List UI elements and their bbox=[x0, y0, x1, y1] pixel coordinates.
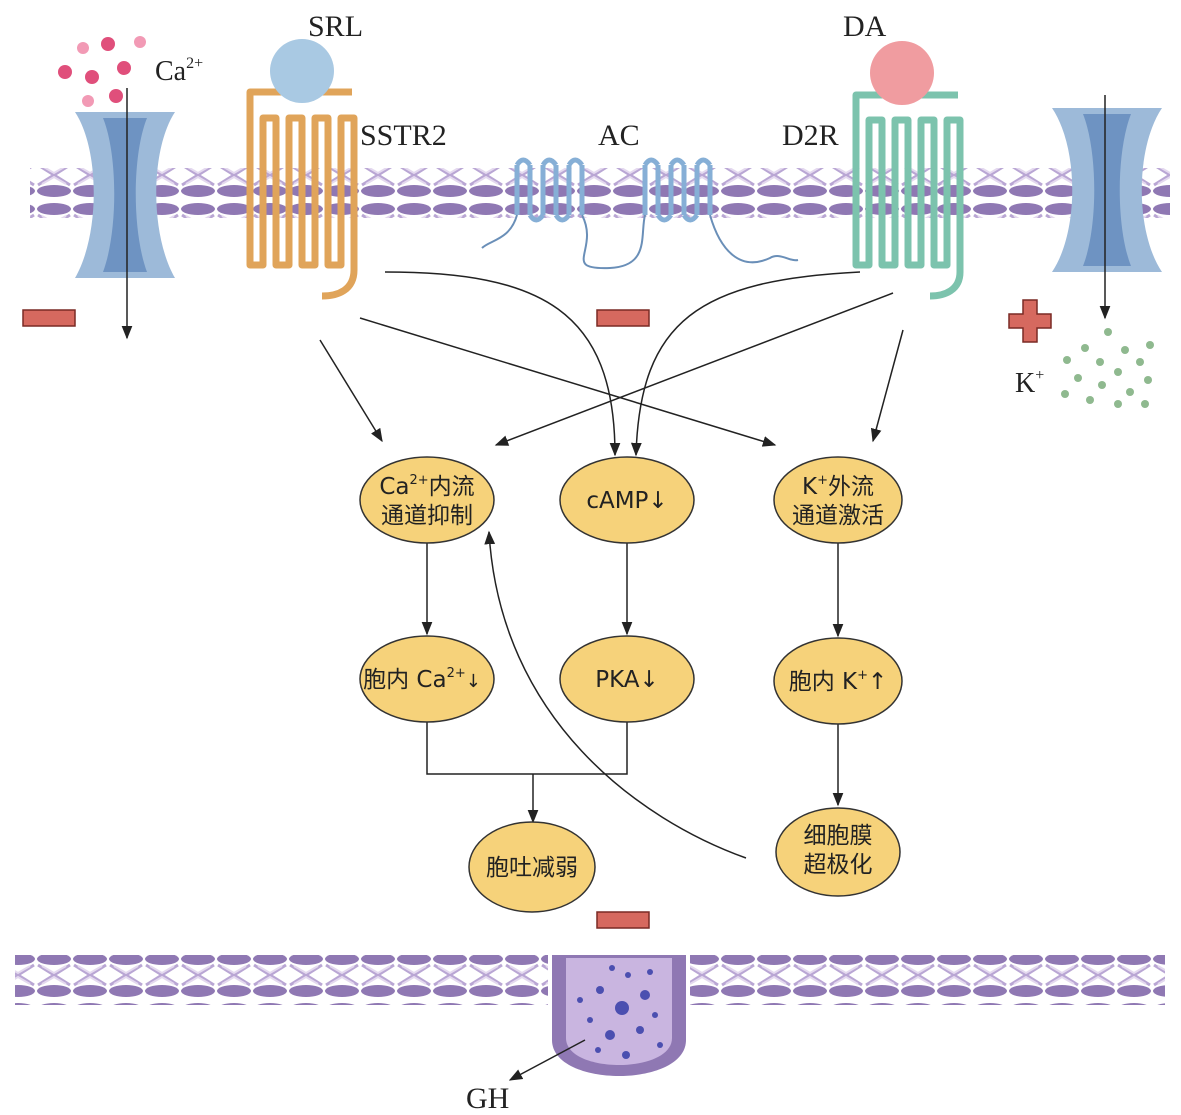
node-exocytosis: 胞吐减弱 bbox=[468, 821, 596, 913]
svg-text:胞内 K+↑: 胞内 K+↑ bbox=[789, 668, 888, 695]
sstr2-label: SSTR2 bbox=[360, 119, 447, 152]
sstr2-receptor bbox=[246, 88, 358, 300]
node-camp: cAMP↓ bbox=[559, 456, 695, 544]
svg-text:PKA↓: PKA↓ bbox=[595, 667, 659, 693]
node-ca-inhibit: Ca2+内流 通道抑制 bbox=[359, 456, 495, 544]
gh-release-arrow bbox=[508, 1039, 586, 1081]
upper-membrane bbox=[30, 168, 1170, 218]
calcium-channel bbox=[75, 112, 175, 278]
svg-text:超极化: 超极化 bbox=[804, 852, 873, 878]
svg-text:胞吐减弱: 胞吐减弱 bbox=[486, 855, 578, 881]
potassium-channel bbox=[1052, 108, 1162, 272]
k-label: K+ bbox=[1015, 367, 1044, 399]
minus-sign-left bbox=[22, 309, 76, 327]
svg-text:cAMP↓: cAMP↓ bbox=[586, 488, 667, 514]
ac-loops bbox=[481, 214, 799, 270]
srl-label: SRL bbox=[308, 10, 363, 43]
node-intracellular-k: 胞内 K+↑ bbox=[773, 637, 903, 725]
svg-text:通道激活: 通道激活 bbox=[792, 503, 884, 529]
ca-label: Ca2+ bbox=[155, 55, 203, 87]
plus-sign bbox=[1008, 299, 1052, 343]
ac-label: AC bbox=[598, 119, 640, 152]
svg-text:胞内 Ca2+↓: 胞内 Ca2+↓ bbox=[363, 666, 481, 693]
gh-vesicle bbox=[548, 952, 690, 1079]
ac-enzyme bbox=[514, 157, 713, 223]
potassium-ions bbox=[1061, 328, 1154, 408]
node-k-activate: K+外流 通道激活 bbox=[773, 456, 903, 544]
minus-sign-exocytosis bbox=[596, 911, 650, 929]
da-label: DA bbox=[843, 10, 887, 43]
da-ligand bbox=[870, 41, 934, 105]
gh-label: GH bbox=[466, 1082, 509, 1115]
node-hyperpolarization: 细胞膜 超极化 bbox=[775, 807, 901, 897]
svg-text:细胞膜: 细胞膜 bbox=[804, 823, 873, 849]
cascade-arrows bbox=[421, 530, 844, 859]
node-intracellular-ca: 胞内 Ca2+↓ bbox=[359, 635, 495, 723]
svg-text:Ca2+内流: Ca2+内流 bbox=[379, 473, 474, 500]
srl-ligand bbox=[270, 39, 334, 103]
svg-text:通道抑制: 通道抑制 bbox=[381, 503, 473, 529]
calcium-ions bbox=[58, 36, 146, 107]
minus-sign-ac bbox=[596, 309, 650, 327]
d2r-label: D2R bbox=[782, 119, 839, 152]
d2r-receptor bbox=[852, 91, 964, 300]
signal-arrows bbox=[319, 271, 904, 457]
svg-text:K+外流: K+外流 bbox=[802, 473, 874, 500]
node-pka: PKA↓ bbox=[559, 635, 695, 723]
